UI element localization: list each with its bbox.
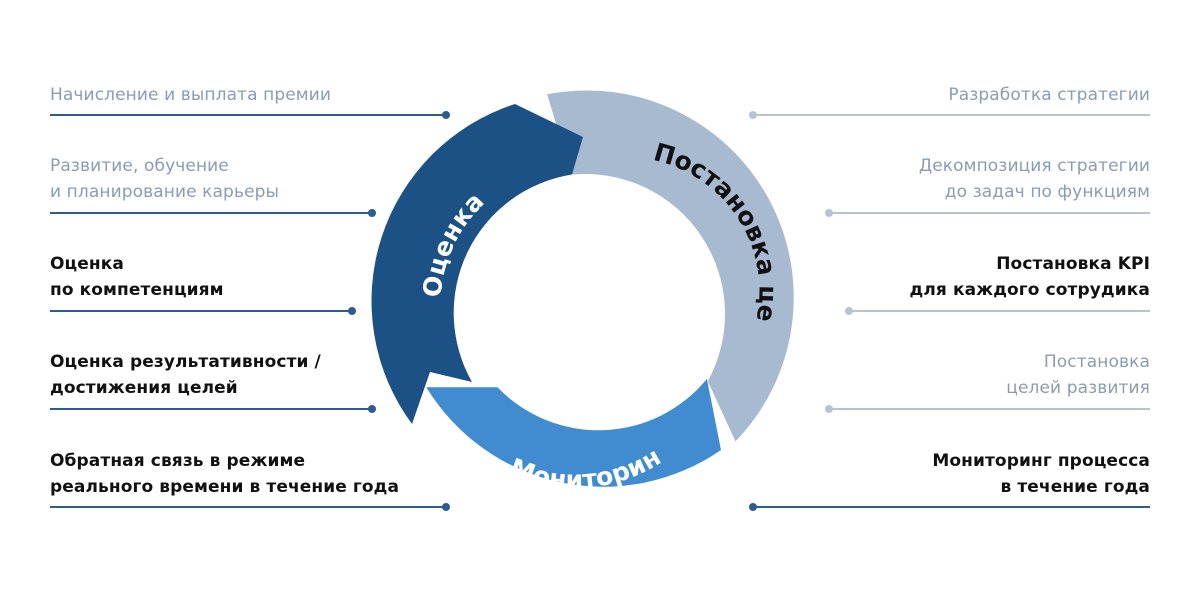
monitoring-arc [426, 378, 721, 487]
connector-dot [442, 111, 450, 119]
right-item-strategy: Разработка стратегии [750, 82, 1150, 108]
connector-line [50, 310, 352, 312]
assessment-arc [371, 104, 583, 424]
left-item-text: Оценка результативности /достижения целе… [50, 352, 321, 398]
connector-line [50, 212, 372, 214]
left-item-bonus: Начисление и выплата премии [50, 82, 450, 108]
connector-line [50, 114, 446, 116]
connector-line [849, 310, 1150, 312]
goals-arc [547, 90, 794, 442]
connector-dot [368, 209, 376, 217]
connector-dot [348, 307, 356, 315]
connector-line [753, 506, 1150, 508]
connector-line [829, 212, 1150, 214]
connector-line [829, 408, 1150, 410]
monitoring-label: Мониторинг [0, 0, 666, 494]
left-item-text: Начисление и выплата премии [50, 85, 331, 105]
connector-line [753, 114, 1150, 116]
right-item-text: Разработка стратегии [948, 85, 1150, 105]
connector-dot [368, 405, 376, 413]
left-item-performance: Оценка результативности /достижения целе… [50, 349, 450, 401]
connector-line [50, 408, 372, 410]
connector-line [50, 506, 446, 508]
connector-dot [442, 503, 450, 511]
